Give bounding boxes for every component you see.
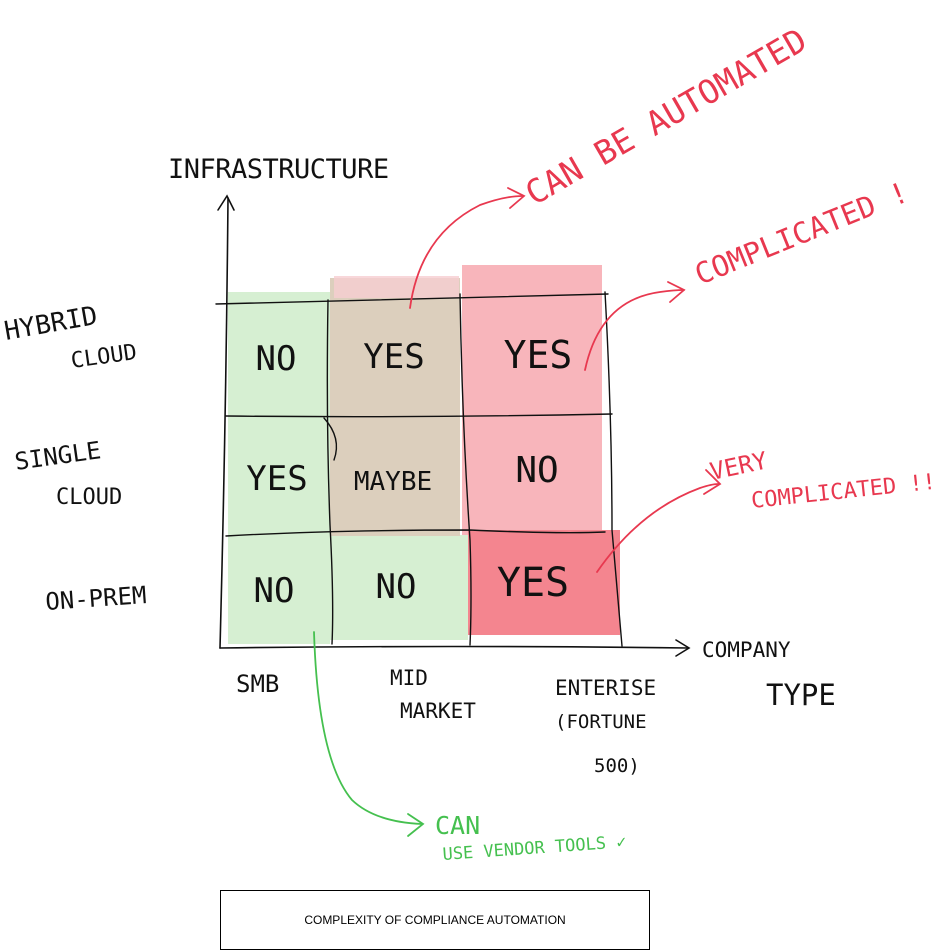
x-axis-label-line1: COMPANY xyxy=(702,638,791,662)
green-arrow xyxy=(313,631,425,837)
row-label-single-line1: SINGLE xyxy=(13,436,103,476)
grid-col-1 xyxy=(326,299,334,645)
arrow-automated-head xyxy=(507,187,526,209)
y-axis-label: INFRASTRUCTURE xyxy=(168,154,389,185)
grid-row-1 xyxy=(225,413,613,418)
axes xyxy=(217,194,691,657)
caption-box: COMPLEXITY OF COMPLIANCE AUTOMATION xyxy=(220,890,650,950)
arrow-very xyxy=(596,483,719,573)
arrow-complicated-head xyxy=(667,281,686,303)
grid-bend xyxy=(323,417,338,461)
col-label-mid-line1: MID xyxy=(390,666,428,690)
cell-single-ent: NO xyxy=(515,450,558,491)
col-label-ent-line1: ENTERISE xyxy=(555,676,656,700)
grid-col-3 xyxy=(604,291,623,647)
row-label-hybrid-line1: HYBRID xyxy=(2,301,100,347)
arrow-complicated xyxy=(584,289,685,371)
cell-hybrid-smb: NO xyxy=(256,339,297,379)
fill-onprem-mid xyxy=(328,535,468,640)
cell-onprem-mid: NO xyxy=(376,567,417,607)
row-label-onprem: ON-PREM xyxy=(44,581,147,616)
note-very-line1: VERY xyxy=(707,446,770,486)
cell-single-mid: MAYBE xyxy=(354,467,432,497)
note-can: CAN xyxy=(435,811,480,840)
y-axis-line xyxy=(219,197,229,649)
arrow-automated xyxy=(409,195,523,309)
grid-lines xyxy=(215,291,623,647)
fill-mid-top-haze xyxy=(334,276,459,298)
arrow-very-head xyxy=(703,469,722,495)
fill-enterprise-upper xyxy=(462,265,602,535)
note-complicated: COMPLICATED ! xyxy=(690,175,913,292)
cell-hybrid-ent: YES xyxy=(504,333,573,377)
cell-fills xyxy=(228,265,620,644)
caption-text: COMPLEXITY OF COMPLIANCE AUTOMATION xyxy=(304,913,566,927)
arrow-vendor-head xyxy=(407,813,425,837)
arrow-vendor xyxy=(313,631,423,825)
cell-values: NO YES YES YES MAYBE NO NO NO YES xyxy=(246,333,572,611)
x-axis-arrowhead xyxy=(675,639,691,657)
grid-row-2 xyxy=(225,529,606,537)
y-axis-arrowhead xyxy=(217,194,235,211)
fill-smb-column xyxy=(228,292,330,644)
cell-onprem-ent: YES xyxy=(497,560,569,606)
cell-single-smb: YES xyxy=(246,459,307,499)
row-label-single-line2: CLOUD xyxy=(56,485,122,510)
cell-hybrid-mid: YES xyxy=(363,337,424,377)
note-very-line2: COMPLICATED !! xyxy=(750,470,937,514)
cell-onprem-smb: NO xyxy=(254,571,295,611)
x-axis-line xyxy=(219,645,689,649)
x-axis-label-line2: TYPE xyxy=(766,678,836,712)
grid-top xyxy=(215,293,609,305)
row-label-hybrid-line2: CLOUD xyxy=(69,340,138,374)
col-label-ent-line2: (FORTUNE xyxy=(555,711,647,733)
note-can-be-automated: CAN BE AUTOMATED xyxy=(519,20,814,213)
grid-col-2 xyxy=(459,293,472,646)
col-label-ent-line3: 500) xyxy=(594,755,640,777)
red-arrows xyxy=(409,187,722,573)
col-label-mid-line2: MARKET xyxy=(400,699,476,723)
col-label-smb: SMB xyxy=(236,670,279,698)
fill-mid-top xyxy=(330,278,460,536)
fill-enterprise-bottom xyxy=(468,530,620,635)
